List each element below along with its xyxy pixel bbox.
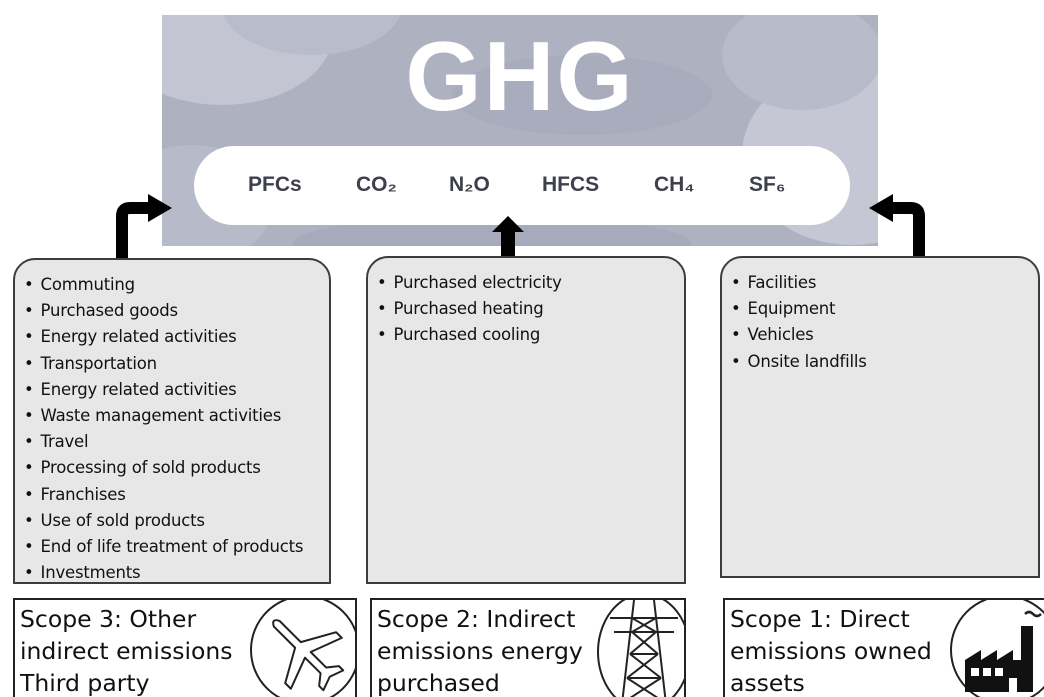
scope1-activities-list: Facilities Equipment Vehicles Onsite lan… [722, 258, 1038, 375]
list-item: Franchises [24, 482, 329, 508]
list-item: Purchased heating [377, 296, 684, 322]
list-item: Energy related activities [24, 324, 329, 350]
scope3-arrow-icon [116, 194, 172, 258]
list-item: Use of sold products [24, 508, 329, 534]
scope2-activities-box: Purchased electricity Purchased heating … [366, 256, 686, 584]
list-item: Onsite landfills [731, 349, 1038, 375]
list-item: Equipment [731, 296, 1038, 322]
scope3-label: Scope 3: Other indirect emissions Third … [20, 605, 233, 697]
gas-label: PFCs [248, 173, 302, 196]
gas-label: CH₄ [654, 173, 695, 196]
gas-label: HFCS [542, 173, 600, 196]
scope2-label-box: Scope 2: Indirect emissions energy purch… [370, 598, 686, 697]
list-item: Purchased goods [24, 298, 329, 324]
ghg-title: GHG [405, 21, 635, 131]
power-tower-icon [597, 600, 684, 697]
list-item: Energy related activities [24, 377, 329, 403]
factory-icon [950, 600, 1044, 697]
list-item: Commuting [24, 272, 329, 298]
ghg-banner: GHG PFCs CO₂ N₂O HFCS CH₄ SF₆ [162, 15, 878, 246]
scope1-arrow-icon [869, 194, 925, 258]
scope3-activities-box: Commuting Purchased goods Energy related… [13, 258, 331, 584]
list-item: Transportation [24, 351, 329, 377]
scope2-arrow-icon [492, 216, 524, 260]
scope3-label-box: Scope 3: Other indirect emissions Third … [13, 598, 357, 697]
list-item: Purchased electricity [377, 270, 684, 296]
list-item: Vehicles [731, 322, 1038, 348]
scope2-activities-list: Purchased electricity Purchased heating … [368, 258, 684, 349]
list-item: Travel [24, 429, 329, 455]
gas-label: SF₆ [749, 173, 786, 196]
scope1-label-box: Scope 1: Direct emissions owned assets [723, 598, 1044, 697]
list-item: Purchased cooling [377, 322, 684, 348]
list-item: End of life treatment of products [24, 534, 329, 560]
gas-label: N₂O [449, 173, 490, 196]
gas-label: CO₂ [356, 173, 397, 196]
scope3-activities-list: Commuting Purchased goods Energy related… [15, 260, 329, 586]
airplane-icon [250, 600, 355, 697]
list-item: Processing of sold products [24, 455, 329, 481]
list-item: Facilities [731, 270, 1038, 296]
scope2-label: Scope 2: Indirect emissions energy purch… [377, 605, 583, 697]
scope1-label: Scope 1: Direct emissions owned assets [730, 605, 932, 697]
gases-pill: PFCs CO₂ N₂O HFCS CH₄ SF₆ [194, 146, 850, 225]
scope1-activities-box: Facilities Equipment Vehicles Onsite lan… [720, 256, 1040, 578]
list-item: Waste management activities [24, 403, 329, 429]
list-item: Investments [24, 560, 329, 586]
